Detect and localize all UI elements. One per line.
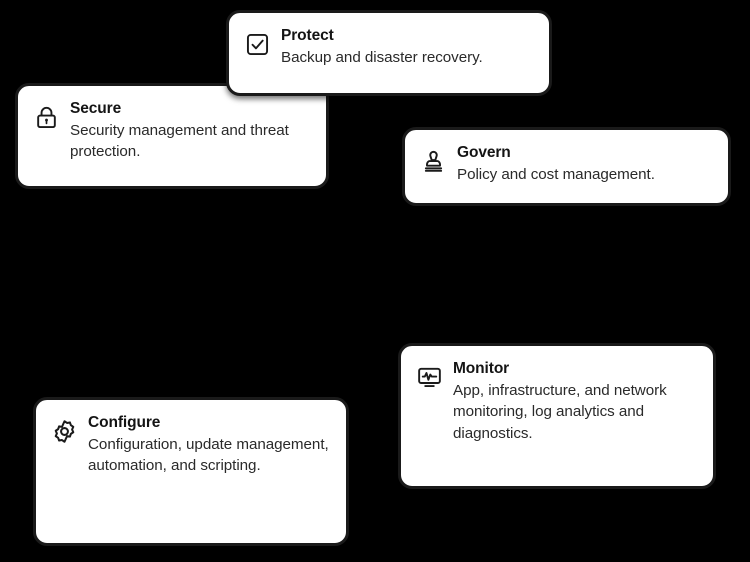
card-monitor-title: Monitor [453, 360, 510, 377]
card-govern-title: Govern [457, 144, 511, 161]
card-configure[interactable]: Configure Configuration, update manageme… [33, 397, 349, 546]
card-secure-description: Security management and threat protectio… [70, 121, 289, 161]
card-protect[interactable]: Protect Backup and disaster recovery. [226, 10, 552, 96]
card-secure[interactable]: Secure Security management and threat pr… [15, 83, 329, 189]
card-govern-text: Govern Policy and cost management. [457, 143, 714, 185]
monitor-pulse-icon [414, 362, 444, 392]
card-secure-title: Secure [70, 100, 122, 117]
card-configure-text: Configure Configuration, update manageme… [88, 413, 332, 477]
card-secure-text: Secure Security management and threat pr… [70, 99, 312, 163]
gear-icon [49, 416, 79, 446]
card-configure-description: Configuration, update management, automa… [88, 435, 329, 475]
lock-icon [31, 102, 61, 132]
card-monitor-text: Monitor App, infrastructure, and network… [453, 359, 699, 445]
card-govern-description: Policy and cost management. [457, 165, 655, 183]
card-monitor[interactable]: Monitor App, infrastructure, and network… [398, 343, 716, 489]
card-protect-description: Backup and disaster recovery. [281, 48, 483, 66]
checkbox-checked-icon [242, 29, 272, 59]
card-protect-text: Protect Backup and disaster recovery. [281, 26, 535, 68]
card-configure-title: Configure [88, 414, 161, 431]
card-protect-title: Protect [281, 27, 334, 44]
card-govern[interactable]: Govern Policy and cost management. [402, 127, 731, 206]
stamp-icon [418, 146, 448, 176]
card-monitor-description: App, infrastructure, and network monitor… [453, 381, 667, 442]
